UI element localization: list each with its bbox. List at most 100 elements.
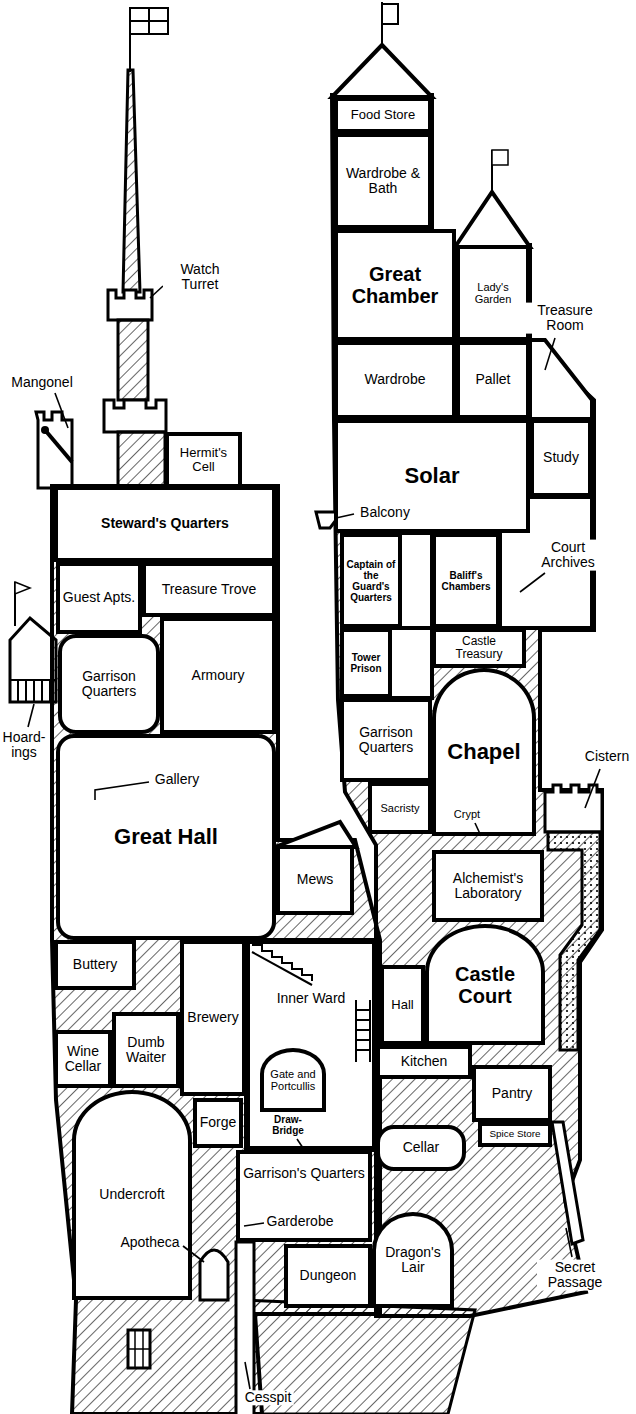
room-text: Great Chamber <box>340 263 450 307</box>
empty-room <box>400 533 432 628</box>
callout-label: Draw- Bridge <box>265 1114 311 1136</box>
room-box: Wine Cellar <box>54 1030 112 1088</box>
callout-label: Treasure Room <box>523 303 607 334</box>
drawing-g <box>28 286 600 1389</box>
room-box: Dragon's Lair <box>372 1212 454 1308</box>
room-text: Great Hall <box>62 825 270 849</box>
room-text: Garrison's Quarters <box>242 1166 366 1181</box>
room-name: Wine Cellar <box>60 1044 106 1075</box>
room-text: Hall <box>386 998 419 1012</box>
flag <box>130 8 168 34</box>
room-name: Alchemist's Laboratory <box>438 871 538 902</box>
room-box: Treasure Trove <box>142 562 276 617</box>
room-name: Garrison Quarters <box>346 725 426 756</box>
room-text: Dungeon <box>290 1268 366 1283</box>
room-box: Brewery <box>180 940 246 1096</box>
room-name: Pantry <box>478 1086 546 1101</box>
room-name: Dungeon <box>290 1268 366 1283</box>
room-text: Treasure Trove <box>148 582 270 597</box>
room-box: Mews <box>276 845 354 915</box>
balcony <box>316 512 336 528</box>
room-text: Forge <box>199 1115 237 1130</box>
room-text: Inner Ward <box>252 991 370 1006</box>
room-name: Brewery <box>186 1010 240 1025</box>
flag <box>15 582 30 594</box>
room-box: Food Store <box>334 97 432 133</box>
leader-line <box>55 393 68 428</box>
turret-shaft <box>118 432 165 488</box>
window <box>128 1330 150 1368</box>
turret-battlement <box>108 290 152 320</box>
room-text: Tower Prison <box>346 652 386 674</box>
room-text: Steward's Quarters <box>60 516 270 531</box>
room-name: Baliff's Chambers <box>438 570 494 592</box>
callout-label: Cesspit <box>243 1390 294 1405</box>
room-text: Baliff's Chambers <box>438 570 494 592</box>
leader-line <box>520 573 545 592</box>
room-text: Dumb Waiter <box>118 1035 174 1066</box>
callout-label: Garderobe <box>265 1214 336 1229</box>
room-box: Undercroft <box>72 1090 192 1300</box>
room-name: Great Hall <box>62 825 270 849</box>
room-text: Study <box>536 450 586 465</box>
secret-passage <box>552 1122 583 1244</box>
room-text: Brewery <box>186 1010 240 1025</box>
callout-label: Hoard- ings <box>0 730 49 761</box>
room-box: Baliff's Chambers <box>432 533 500 628</box>
room-name: Lady's Garden <box>462 281 524 305</box>
room-box: Castle Treasury <box>432 628 526 668</box>
room-box: Castle Court <box>425 924 545 1045</box>
room-text: Captain of the Guard's Quarters <box>346 559 396 603</box>
room-text: Spice Store <box>484 1129 546 1140</box>
room-name: Solar <box>340 464 524 488</box>
callout-label: Balcony <box>358 505 412 520</box>
callout-label: Mangonel <box>9 375 75 390</box>
room-text: Wardrobe & Bath <box>340 166 426 197</box>
room-name: Armoury <box>166 668 270 683</box>
room-text: Food Store <box>340 108 426 122</box>
room-text: Castle Court <box>431 963 539 1007</box>
callout-label: Secret Passage <box>537 1260 613 1291</box>
room-box: Dungeon <box>284 1244 372 1308</box>
room-box: Alchemist's Laboratory <box>432 850 544 922</box>
room-box: Hall <box>380 965 425 1045</box>
room-name: Gate and Portcullis <box>266 1068 320 1092</box>
room-box: Garrison Quarters <box>340 698 432 782</box>
room-box: Chapel <box>432 668 536 836</box>
window-bars <box>128 1330 150 1368</box>
room-text: Wine Cellar <box>60 1044 106 1075</box>
room-name: Cellar <box>382 1140 460 1155</box>
room-name: Study <box>536 450 586 465</box>
stairs <box>252 952 312 985</box>
room-text: Pallet <box>462 372 524 387</box>
room-box: Guest Apts. <box>56 562 142 634</box>
cistern-tower <box>545 785 602 832</box>
empty-room <box>390 628 432 698</box>
room-box: Dumb Waiter <box>112 1012 180 1088</box>
room-text: Garrison Quarters <box>64 669 154 700</box>
flag <box>492 150 508 165</box>
room-box: Kitchen <box>376 1045 472 1079</box>
room-text: Chapel <box>438 740 530 764</box>
room-name: Hermit's Cell <box>171 446 236 475</box>
room-text: Alchemist's Laboratory <box>438 871 538 902</box>
room-text: Pantry <box>478 1086 546 1101</box>
room-box: Wardrobe <box>334 341 456 419</box>
leader-line <box>28 704 34 727</box>
room-box: Garrison Quarters <box>58 634 160 734</box>
room-name: Food Store <box>340 108 426 122</box>
room-name: Dragon's Lair <box>378 1245 448 1276</box>
room-box: Armoury <box>160 617 276 734</box>
room-box: Cellar <box>376 1125 466 1171</box>
room-box: Captain of the Guard's Quarters <box>340 533 402 628</box>
room-box: Study <box>530 419 592 497</box>
room-name: Pallet <box>462 372 524 387</box>
room-text: Kitchen <box>382 1054 466 1069</box>
room-box: Gate and Portcullis <box>260 1048 326 1112</box>
room-name: Kitchen <box>382 1054 466 1069</box>
room-text: Hermit's Cell <box>171 446 236 475</box>
room-text: Armoury <box>166 668 270 683</box>
room-text: Cellar <box>382 1140 460 1155</box>
room-name: Treasure Trove <box>148 582 270 597</box>
room-name: Steward's Quarters <box>60 516 270 531</box>
